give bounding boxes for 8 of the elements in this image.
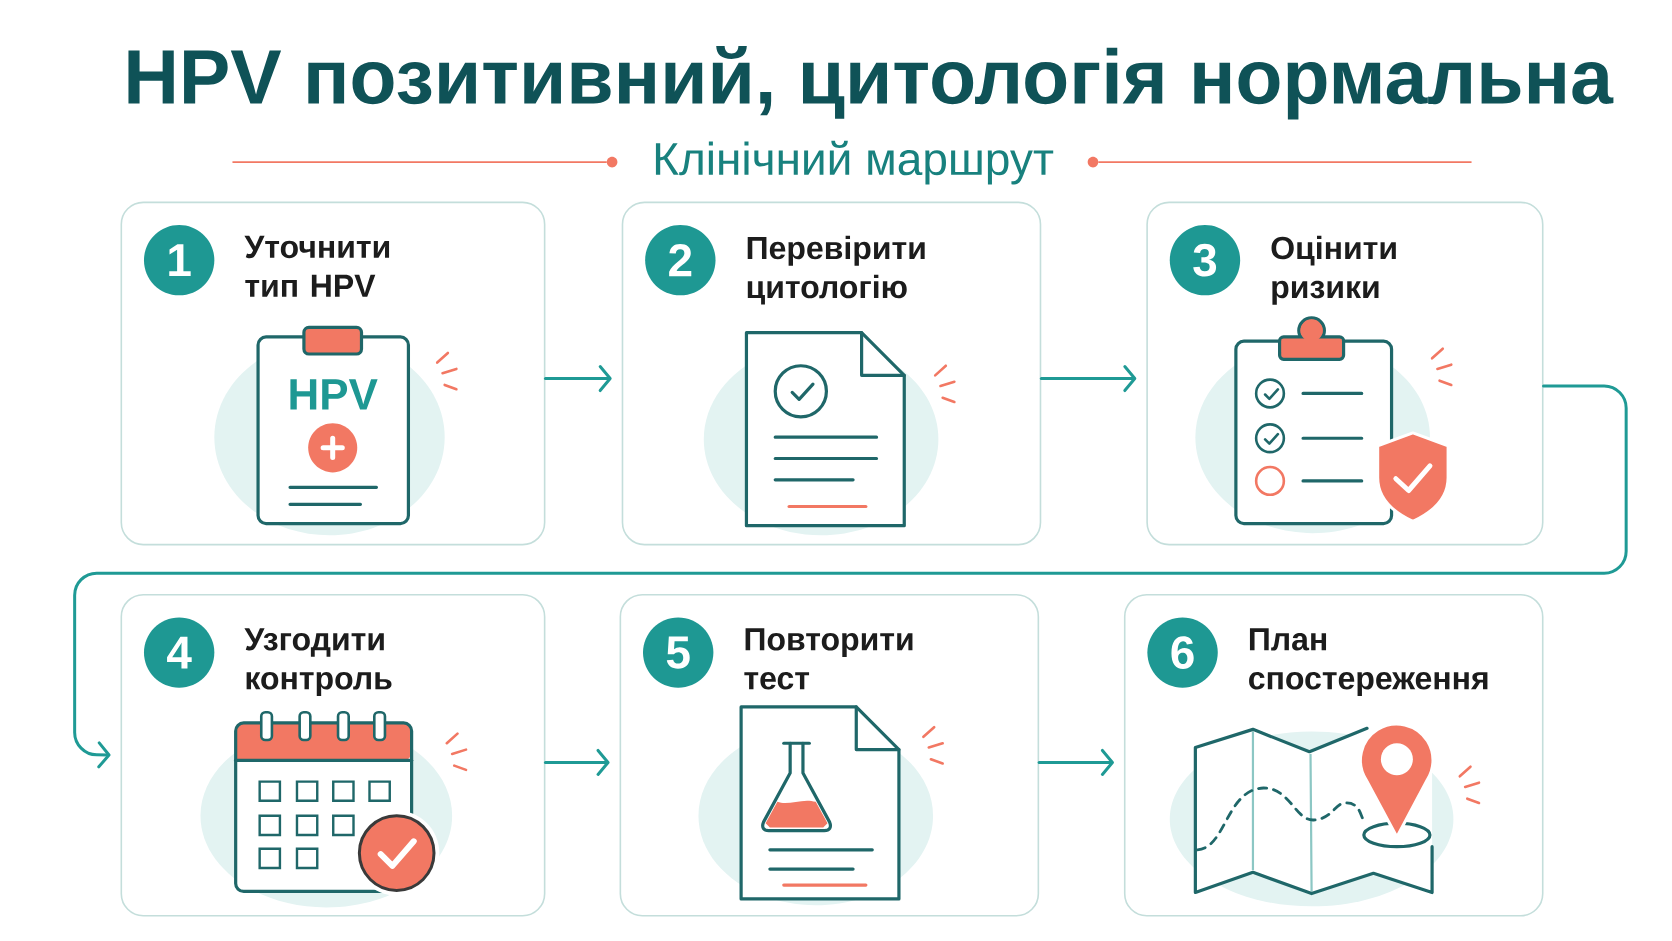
arrow [1037,748,1114,776]
title: HPV позитивний, цитологія нормальна [128,46,1614,120]
arrow [543,748,610,776]
subtitle: Клінічний маршрут [655,140,1054,185]
clipboard-label: HPV [290,379,378,410]
arrow [543,365,612,393]
arrow [1039,365,1137,393]
arrow [73,384,1628,769]
